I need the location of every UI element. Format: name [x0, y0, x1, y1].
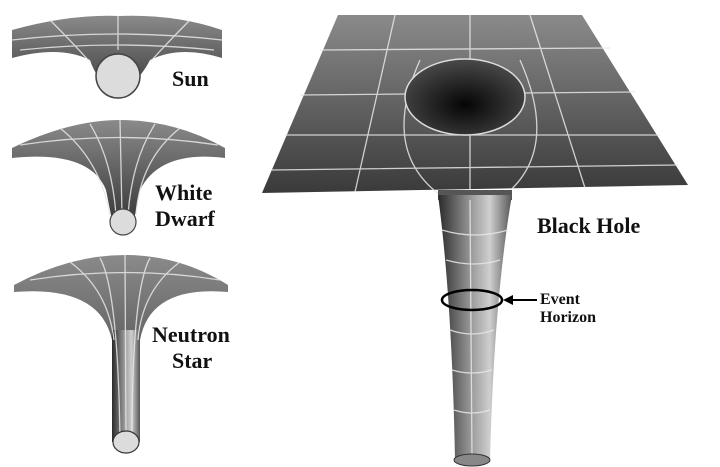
label-white-dwarf-1: White: [155, 180, 213, 205]
label-event-horizon-1: Event: [540, 291, 581, 308]
neutron-star-well: [14, 254, 228, 454]
sun-body: [95, 53, 141, 99]
event-horizon-ring: [440, 288, 504, 312]
label-white-dwarf-2: Dwarf: [155, 206, 216, 231]
label-neutron-star-1: Neutron: [152, 322, 230, 347]
black-hole-opening: [404, 58, 526, 136]
black-hole-well: [262, 14, 688, 467]
neutron-star-body: [112, 430, 140, 454]
label-neutron-star-2: Star: [172, 348, 213, 373]
white-dwarf-well: [12, 119, 225, 236]
label-sun: Sun: [172, 66, 209, 91]
event-horizon-arrow-icon: [503, 295, 537, 305]
sun-well: [11, 15, 223, 99]
white-dwarf-body: [109, 208, 137, 236]
label-event-horizon-2: Horizon: [540, 309, 596, 326]
label-black-hole: Black Hole: [537, 213, 641, 238]
